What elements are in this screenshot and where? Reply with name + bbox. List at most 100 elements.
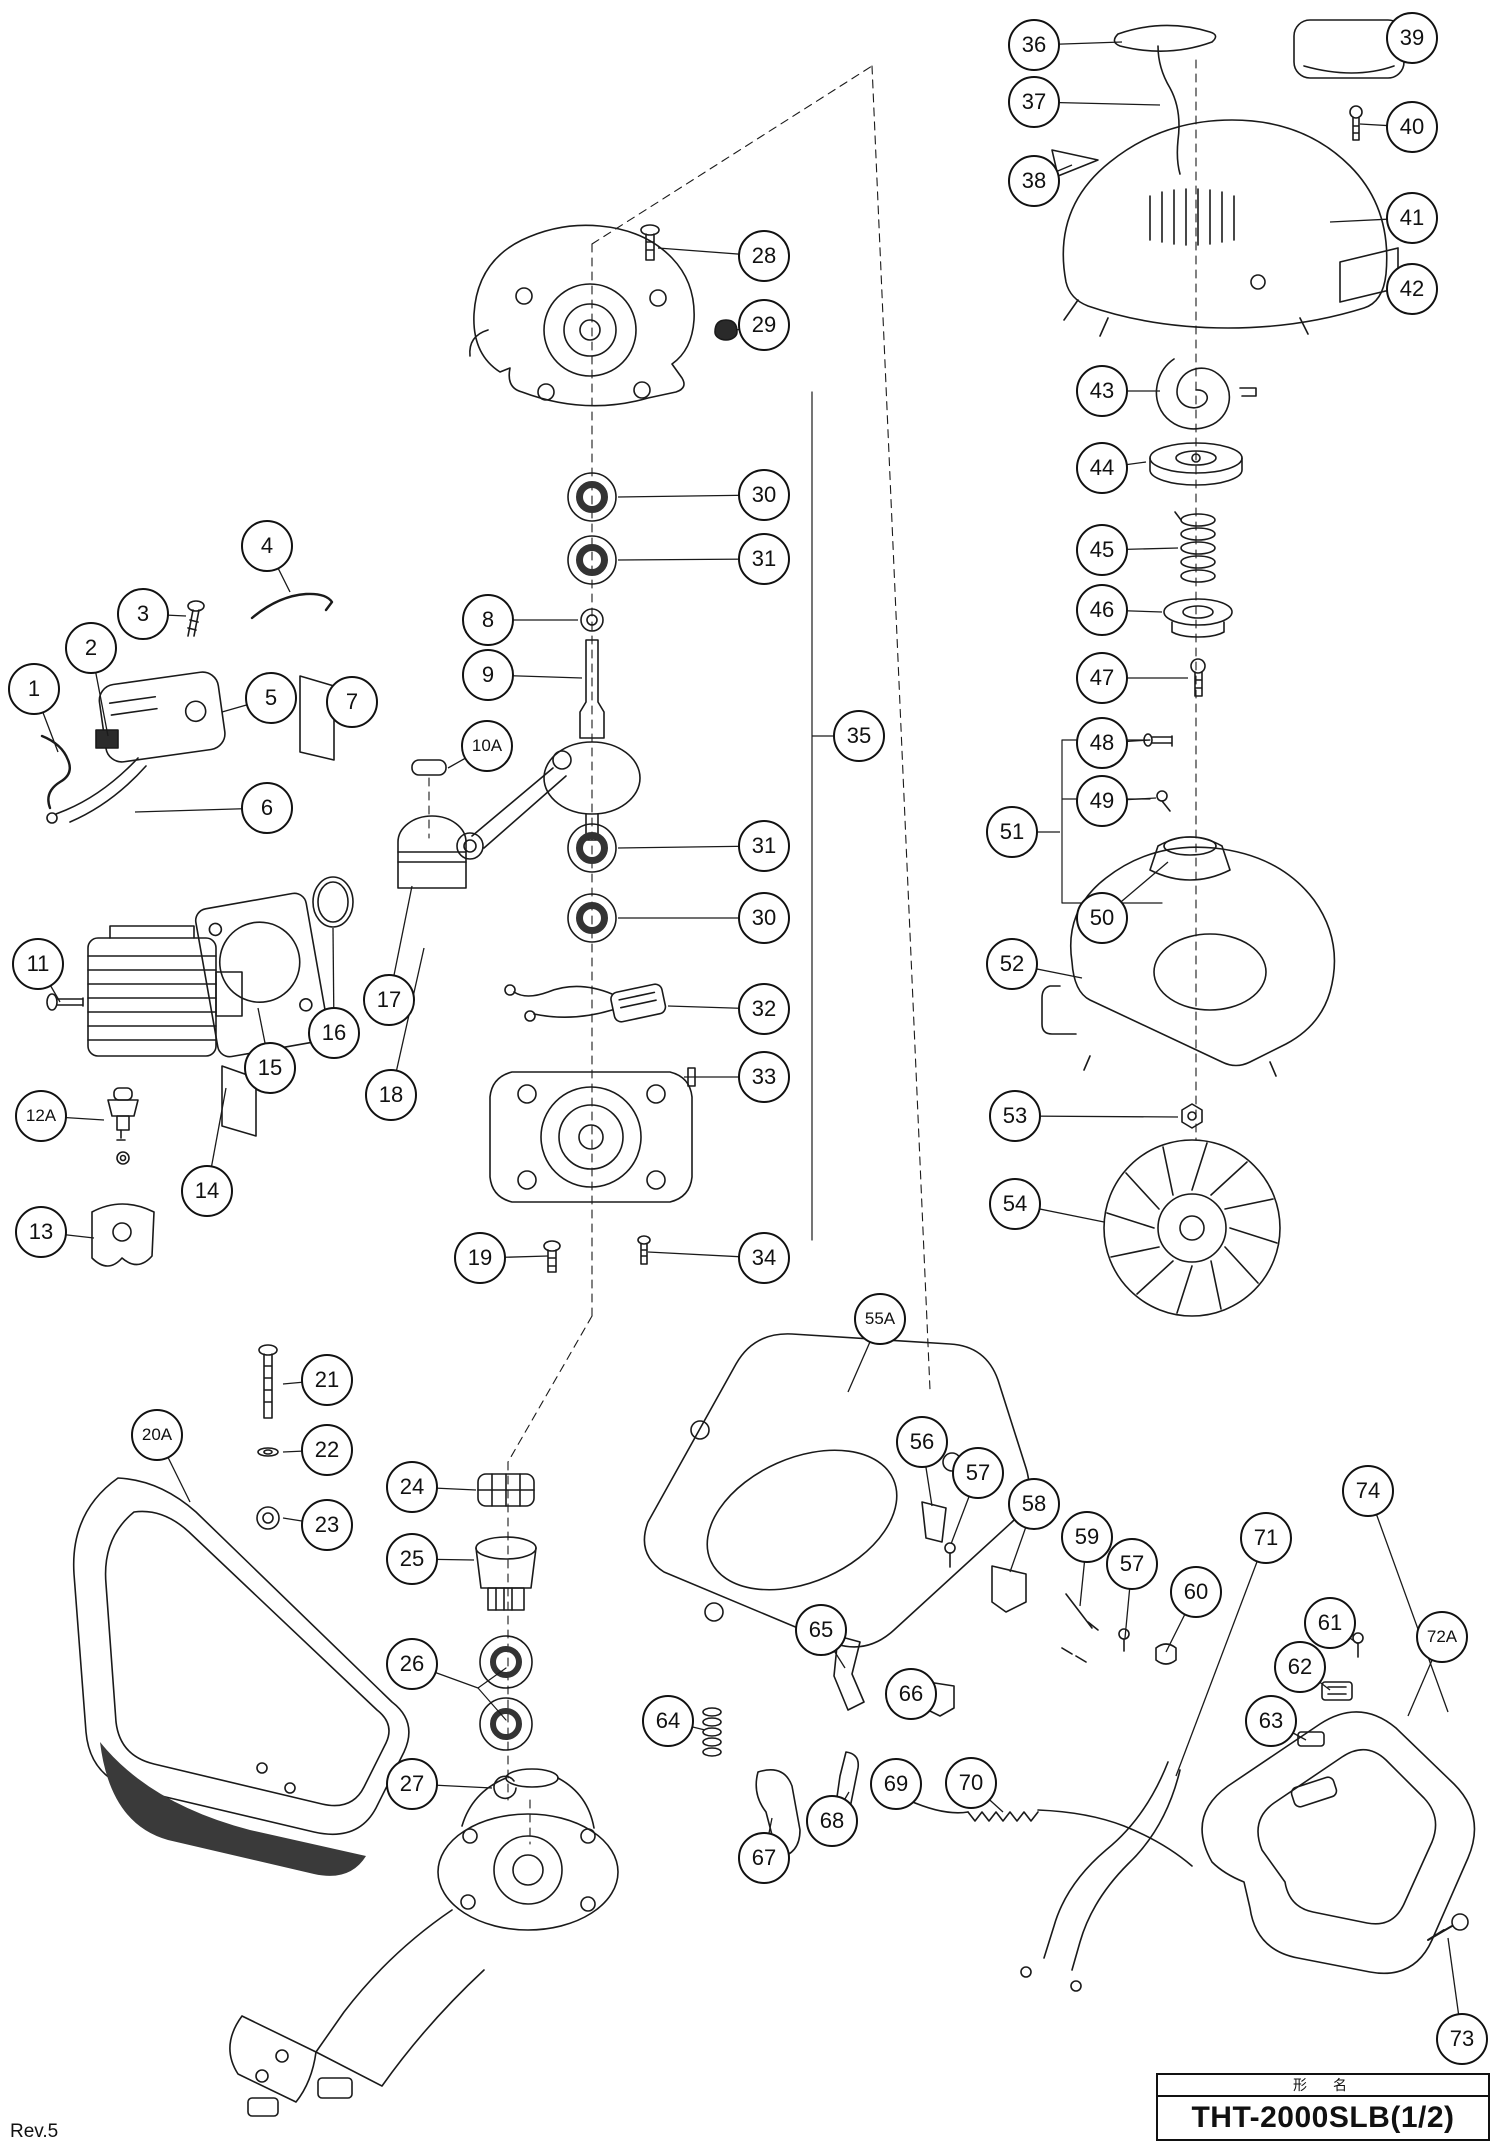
callout-69: 69 (870, 1758, 922, 1810)
ball-bearing (567, 823, 617, 873)
washer (256, 1506, 280, 1530)
callout-51: 51 (986, 806, 1038, 858)
callout-37: 37 (1008, 76, 1060, 128)
callout-28: 28 (738, 230, 790, 282)
callout-27: 27 (386, 1758, 438, 1810)
callout-11: 11 (12, 938, 64, 990)
callout-6: 6 (241, 782, 293, 834)
callout-66: 66 (885, 1668, 937, 1720)
damper (477, 1473, 535, 1507)
callout-56: 56 (896, 1416, 948, 1468)
callout-30: 30 (738, 469, 790, 521)
callout-46: 46 (1076, 584, 1128, 636)
callout-38: 38 (1008, 155, 1060, 207)
cover-screw (640, 224, 660, 261)
piston (397, 815, 467, 889)
starter-handle (1113, 24, 1217, 175)
grommet (95, 729, 119, 749)
dome-cap (714, 319, 738, 341)
ball-bearing (567, 893, 617, 943)
piston-ring (312, 876, 354, 928)
ball-bearing (567, 472, 617, 522)
callout-73: 73 (1436, 2013, 1488, 2065)
callout-36: 36 (1008, 19, 1060, 71)
callout-30: 30 (738, 892, 790, 944)
flywheel (1103, 1139, 1281, 1317)
title-block: 形 名 THT-2000SLB(1/2) (1156, 2073, 1490, 2141)
fan-cover (1041, 846, 1336, 1077)
callout-57: 57 (952, 1447, 1004, 1499)
callout-14: 14 (181, 1165, 233, 1217)
model-number: THT-2000SLB(1/2) (1191, 2101, 1455, 2134)
callout-35: 35 (833, 710, 885, 762)
crankcase (489, 1071, 693, 1203)
handle-screw (1427, 1913, 1469, 1941)
callout-31: 31 (738, 533, 790, 585)
rope-guide (1051, 149, 1099, 177)
callout-31: 31 (738, 820, 790, 872)
callout-62: 62 (1274, 1641, 1326, 1693)
piston-pin (411, 759, 447, 776)
screw (187, 600, 205, 637)
callout-70: 70 (945, 1757, 997, 1809)
callout-45: 45 (1076, 524, 1128, 576)
breather-tube (250, 592, 334, 620)
callout-50: 50 (1076, 892, 1128, 944)
callout-32: 32 (738, 983, 790, 1035)
fuel-pipe (40, 734, 71, 810)
gear-case (229, 1768, 619, 2117)
rear-handle (1201, 1711, 1476, 1975)
muffler (46, 671, 226, 824)
small-levers-and-screws (921, 1501, 1364, 1747)
friction-spring (1174, 511, 1216, 583)
callout-57: 57 (1106, 1538, 1158, 1590)
callout-54: 54 (989, 1178, 1041, 1230)
callout-22: 22 (301, 1424, 353, 1476)
callout-13: 13 (15, 1206, 67, 1258)
starter-pawl (1163, 598, 1233, 638)
construction-lines (428, 59, 1197, 1845)
callout-24: 24 (386, 1461, 438, 1513)
callout-55A: 55A (854, 1293, 906, 1345)
screw (1349, 105, 1363, 141)
ball-bearing (479, 1635, 533, 1689)
title-block-field-label: 形 名 (1158, 2075, 1488, 2097)
ignition-coil (504, 983, 667, 1023)
throttle-parts (702, 1635, 955, 1859)
cylinder-bolt (46, 993, 84, 1011)
spark-plug (107, 1087, 139, 1165)
bearing-bracket (477, 1667, 507, 1721)
callout-5: 5 (245, 672, 297, 724)
leader-line (1367, 1490, 1449, 1713)
flywheel-nut (1181, 1103, 1203, 1129)
callout-8: 8 (462, 594, 514, 646)
callout-39: 39 (1386, 12, 1438, 64)
callout-1: 1 (8, 663, 60, 715)
callout-16: 16 (308, 1007, 360, 1059)
callout-74: 74 (1342, 1465, 1394, 1517)
crankcase-cover (469, 224, 695, 407)
crankshaft (456, 639, 641, 860)
callout-18: 18 (365, 1069, 417, 1121)
callout-63: 63 (1245, 1695, 1297, 1747)
pawl-spring (1156, 790, 1171, 812)
callout-4: 4 (241, 520, 293, 572)
callout-20A: 20A (131, 1409, 183, 1461)
callout-7: 7 (326, 676, 378, 728)
callout-40: 40 (1386, 101, 1438, 153)
washer (580, 608, 604, 632)
washer (257, 1447, 279, 1457)
callout-68: 68 (806, 1795, 858, 1847)
ball-bearing (567, 535, 617, 585)
callout-67: 67 (738, 1832, 790, 1884)
handle-bolt (258, 1344, 278, 1419)
recoil-starter-case (1062, 119, 1388, 337)
case-screws (543, 1235, 651, 1273)
callout-58: 58 (1008, 1478, 1060, 1530)
callout-60: 60 (1170, 1566, 1222, 1618)
callout-53: 53 (989, 1090, 1041, 1142)
callout-2: 2 (65, 622, 117, 674)
callout-10A: 10A (461, 720, 513, 772)
callout-3: 3 (117, 588, 169, 640)
callout-33: 33 (738, 1051, 790, 1103)
